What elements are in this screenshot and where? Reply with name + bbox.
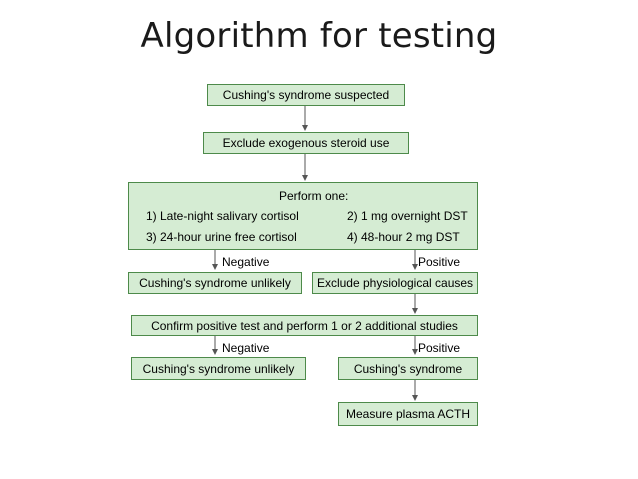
box-cushings-unlikely-1-label: Cushing's syndrome unlikely <box>139 276 291 290</box>
box-cushings-syndrome-label: Cushing's syndrome <box>353 361 463 376</box>
perform-one-option-1: 1) Late-night salivary cortisol <box>146 209 299 223</box>
box-cushings-suspected: Cushing's syndrome suspected <box>207 84 405 106</box>
box-cushings-unlikely-2: Cushing's syndrome unlikely <box>131 357 306 380</box>
box-exclude-steroid-label: Exclude exogenous steroid use <box>222 136 390 150</box>
perform-one-option-3: 3) 24-hour urine free cortisol <box>146 230 297 244</box>
box-confirm-positive-label: Confirm positive test and perform 1 or 2… <box>151 318 458 333</box>
box-confirm-positive: Confirm positive test and perform 1 or 2… <box>131 315 478 336</box>
branch-label-positive-1: Positive <box>418 255 461 269</box>
box-measure-acth: Measure plasma ACTH <box>338 402 478 426</box>
perform-one-option-4: 4) 48-hour 2 mg DST <box>347 230 460 244</box>
perform-one-option-2: 2) 1 mg overnight DST <box>347 209 468 223</box>
page-title: Algorithm for testing <box>140 16 498 56</box>
box-exclude-physiological-label: Exclude physiological causes <box>316 276 474 290</box>
box-exclude-physiological: Exclude physiological causes <box>312 272 478 294</box>
branch-label-negative-1: Negative <box>222 255 270 269</box>
branch-label-negative-2: Negative <box>222 341 270 355</box>
box-cushings-unlikely-1: Cushing's syndrome unlikely <box>128 272 302 294</box>
branch-label-positive-2: Positive <box>418 341 461 355</box>
box-cushings-syndrome: Cushing's syndrome <box>338 357 478 380</box>
box-perform-one: Perform one: 1) Late-night salivary cort… <box>128 182 478 250</box>
box-exclude-steroid: Exclude exogenous steroid use <box>203 132 409 154</box>
perform-one-header: Perform one: <box>279 189 349 203</box>
box-cushings-unlikely-2-label: Cushing's syndrome unlikely <box>142 361 295 376</box>
box-measure-acth-label: Measure plasma ACTH <box>345 407 471 421</box>
box-cushings-suspected-label: Cushing's syndrome suspected <box>222 88 390 102</box>
